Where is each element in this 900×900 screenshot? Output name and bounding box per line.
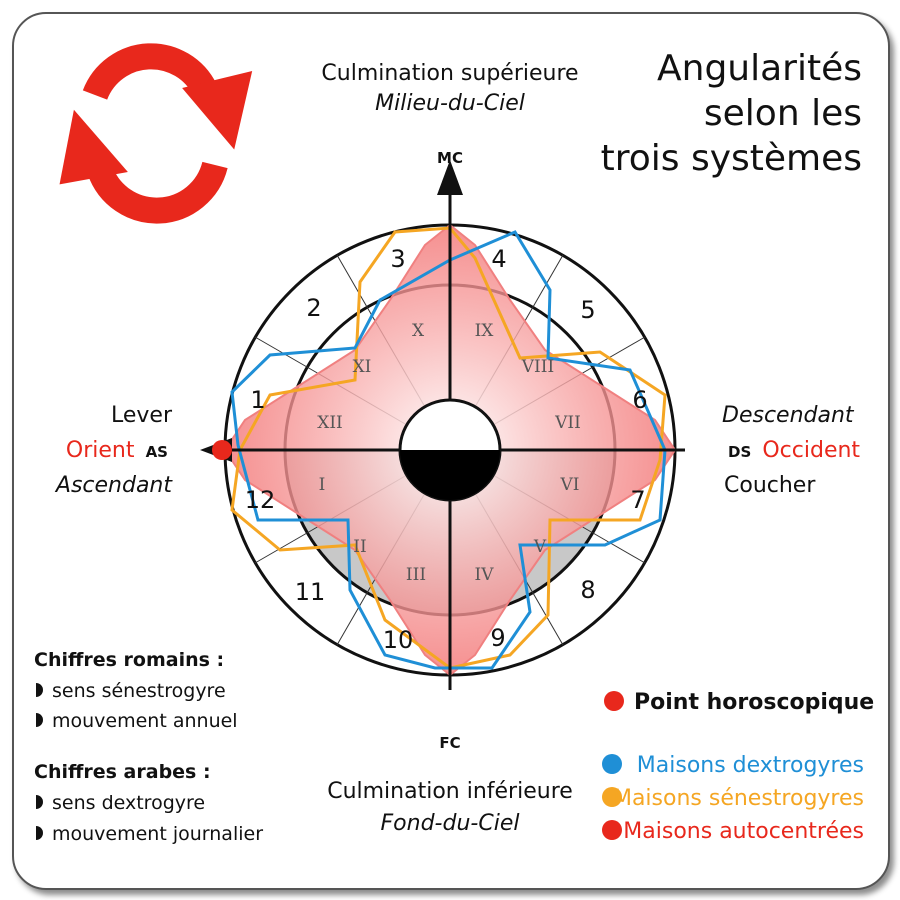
horoscope-point-marker [212,440,232,460]
right-caption-occident-line: DS Occident [728,438,860,463]
bullet-icon [36,795,43,809]
left-caption: Lever Orient AS Ascendant [54,403,173,498]
bullet-icon [36,713,43,727]
legend-label-dextrogyres: Maisons dextrogyres [637,753,864,778]
roman-num-6: VI [560,475,580,495]
house-num-6: 6 [632,386,647,414]
top-caption-line1: Culmination supérieure [321,61,578,86]
roman-num-5: V [533,537,547,557]
house-num-10: 10 [383,626,414,654]
point-legend-label: Point horoscopique [634,690,874,715]
roman-note-1: sens sénestrogyre [52,680,226,702]
roman-num-1: I [319,475,326,495]
fc-label: FC [439,734,460,752]
center-disc [398,398,502,502]
right-caption: Descendant DS Occident Coucher [722,403,860,498]
right-caption-occident: Occident [762,438,860,463]
house-num-1: 1 [250,386,265,414]
legend-marker-blue [602,754,622,774]
roman-num-12: XII [317,413,343,433]
roman-num-8: VIII [521,357,554,377]
mc-label: MC [437,149,463,167]
page-title: Angularités selon les trois systèmes [601,48,862,179]
left-caption-ascendant: Ascendant [54,473,173,498]
legend-marker-red [602,820,622,840]
legend-marker-orange [602,787,622,807]
legend-label-autocentrees: Maisons autocentrées [623,819,864,844]
rotation-arrows-icon [59,43,253,224]
legend-label-senestrogyres: Maisons sénestrogyres [613,786,864,811]
bullet-icon [36,826,43,840]
blue-shape [230,230,667,670]
roman-num-11: XI [353,357,372,377]
mc-arrow-icon [437,160,463,195]
bottom-caption-line1: Culmination inférieure [327,779,573,804]
roman-note-2: mouvement annuel [52,710,238,732]
title-line-3: trois systèmes [601,138,862,179]
house-num-12: 12 [245,486,276,514]
top-caption-line2: Milieu-du-Ciel [375,91,525,116]
point-legend-marker [604,691,624,711]
roman-num-10: X [412,321,425,341]
house-num-9: 9 [490,624,505,652]
arabic-house-numbers: 1 2 3 4 5 6 7 8 9 10 11 12 [245,245,648,654]
house-num-7: 7 [630,486,645,514]
left-caption-orient: Orient [66,438,135,463]
notes-panel: Chiffres romains : sens sénestrogyre mou… [34,649,263,845]
arabic-note-2: mouvement journalier [52,823,263,845]
title-line-1: Angularités [657,48,862,89]
bottom-caption-line2: Fond-du-Ciel [381,811,520,836]
bullet-icon [36,683,43,697]
title-line-2: selon les [704,93,862,134]
roman-num-7: VII [554,413,581,433]
house-num-5: 5 [580,296,595,324]
roman-notes-title: Chiffres romains : [34,649,224,671]
roman-num-3: III [406,565,426,585]
roman-num-2: II [353,537,366,557]
roman-house-numbers: I II III IV V VI VII VIII IX X XI XII [317,321,581,585]
left-caption-orient-line: Orient AS [66,438,168,463]
roman-num-4: IV [475,565,495,585]
left-caption-lever: Lever [111,403,173,428]
roman-num-9: IX [475,321,495,341]
as-label: AS [146,443,168,461]
right-caption-descendant: Descendant [722,403,855,428]
house-num-3: 3 [390,245,405,273]
house-num-4: 4 [491,245,506,273]
ds-label: DS [728,443,751,461]
house-num-11: 11 [295,578,326,606]
legend: Point horoscopique Maisons dextrogyres M… [602,690,874,844]
right-caption-coucher: Coucher [724,473,816,498]
arabic-notes-title: Chiffres arabes : [34,761,211,783]
arabic-note-1: sens dextrogyre [52,792,205,814]
house-num-2: 2 [306,294,321,322]
house-num-8: 8 [580,576,595,604]
